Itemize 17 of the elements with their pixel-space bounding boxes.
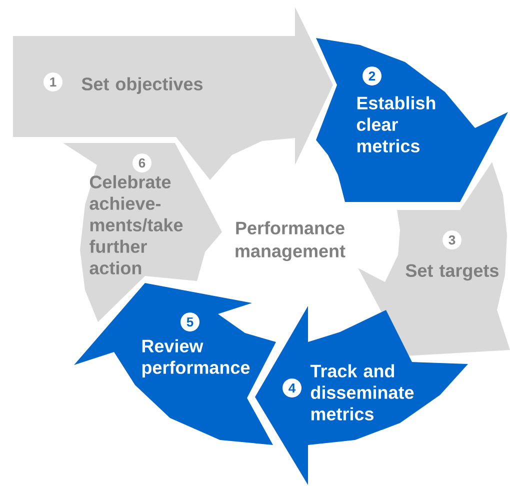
step-label: Review performance xyxy=(142,339,250,378)
center-label: Performance management xyxy=(236,221,346,262)
step-label: Establish clear metrics xyxy=(356,96,436,152)
step-number: 4 xyxy=(282,378,302,398)
step-number: 5 xyxy=(180,312,200,332)
cycle-segment xyxy=(74,283,276,445)
step-label: Track and disseminate metrics xyxy=(310,364,414,420)
step-label: Set targets xyxy=(406,264,498,281)
cycle-segment xyxy=(358,162,510,356)
step-number: 2 xyxy=(362,66,382,86)
step-number: 1 xyxy=(44,72,62,92)
step-number: 6 xyxy=(132,154,152,172)
cycle-segment xyxy=(316,38,508,202)
step-label: Set objectives xyxy=(82,77,202,94)
step-label: Celebrate achieve- ments/take further action xyxy=(90,175,183,274)
step-number: 3 xyxy=(442,230,462,250)
cycle-segment xyxy=(255,306,468,485)
